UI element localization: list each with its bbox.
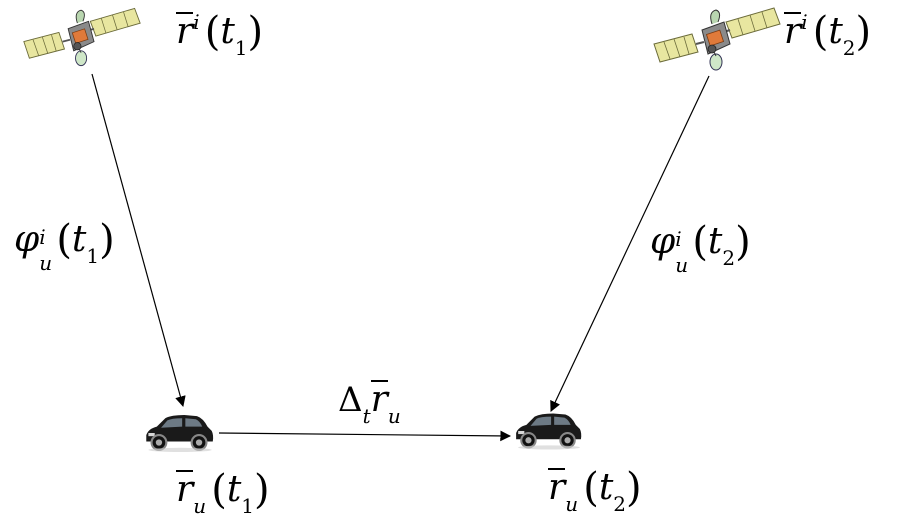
sat1-position-label: ri (t1) <box>176 9 264 60</box>
satellite-icon-1 <box>22 7 142 67</box>
car-icon-1 <box>145 414 215 452</box>
user2-position-label: ru (t2) <box>548 465 642 516</box>
car-icon-2 <box>515 412 583 450</box>
signal-arrow-1 <box>91 73 186 408</box>
signal-arrow-2 <box>550 75 710 412</box>
sat2-position-label: ri (t2) <box>784 9 872 60</box>
displacement-arrow <box>218 430 512 442</box>
user1-position-label: ru (t1) <box>176 467 270 518</box>
displacement-label: Δtru <box>338 379 401 428</box>
satellite-icon-2 <box>653 7 781 71</box>
